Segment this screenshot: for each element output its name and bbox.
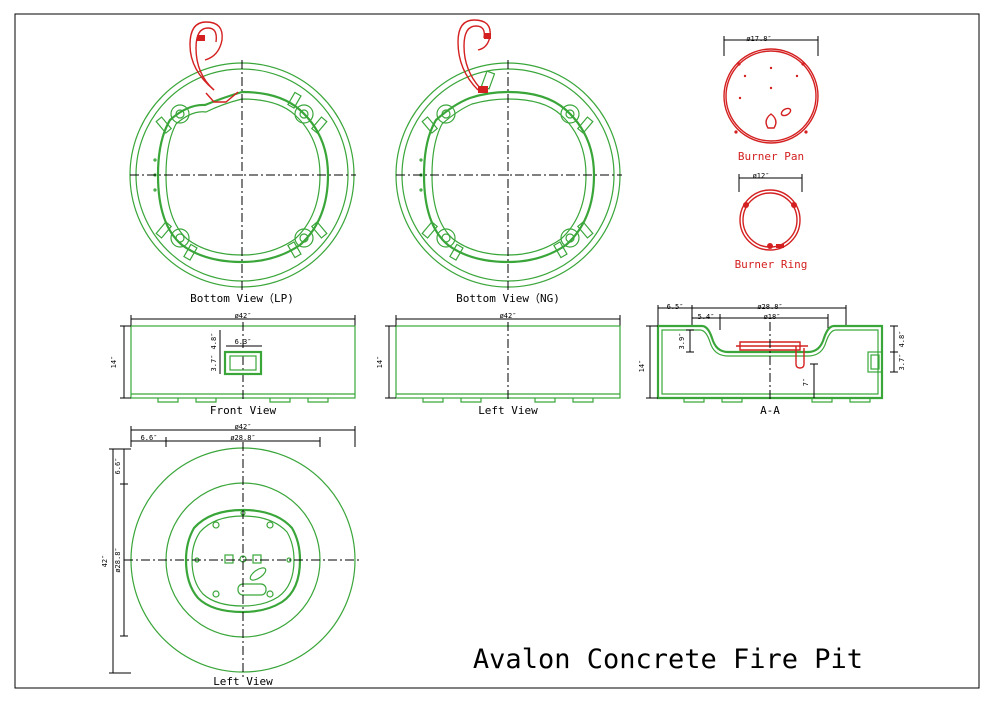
aa-burner-h: 7″ — [802, 378, 810, 386]
burner-ring-view — [738, 174, 803, 251]
aa-pan: ø18″ — [764, 313, 781, 321]
bottom-view-ng — [395, 19, 622, 290]
aa-side-open: 3.7″ — [898, 354, 906, 371]
aa-side-top: 4.8″ — [898, 331, 906, 348]
top-v-total: 42″ — [101, 555, 109, 568]
aa-depth: 3.9″ — [678, 333, 686, 350]
top-width: ø42″ — [235, 423, 252, 431]
aa-offset: 6.5″ — [667, 303, 684, 311]
aa-bowl: ø28.8″ — [757, 303, 782, 311]
bottom-view-ng-label: Bottom View（NG) — [456, 292, 560, 305]
front-opening-top: 4.8″ — [210, 333, 218, 350]
burner-pan-label: Burner Pan — [738, 150, 804, 163]
top-view-label: Left View — [213, 675, 273, 688]
top-offset: 6.6″ — [141, 434, 158, 442]
top-bowl: ø28.8″ — [230, 434, 255, 442]
left-width: ø42″ — [500, 312, 517, 320]
section-aa-view — [646, 305, 898, 403]
burner-pan-dia: ø17.8″ — [746, 35, 771, 43]
top-v-bowl: ø28.8″ — [114, 547, 122, 572]
top-v-offset: 6.6″ — [114, 458, 122, 475]
aa-height: 14″ — [638, 360, 646, 373]
front-view-label: Front View — [210, 404, 277, 417]
front-width: ø42″ — [235, 312, 252, 320]
burner-ring-label: Burner Ring — [735, 258, 808, 271]
section-aa-label: A-A — [760, 404, 780, 417]
bottom-view-lp-label: Bottom View（LP) — [190, 292, 294, 305]
front-view — [120, 315, 356, 403]
bottom-view-lp — [129, 21, 356, 290]
drawing-title: Avalon Concrete Fire Pit — [473, 644, 863, 675]
top-view — [109, 426, 362, 678]
front-opening-h: 3.7″ — [210, 355, 218, 372]
aa-inner-offset: 5.4″ — [698, 313, 715, 321]
burner-ring-dia: ø12″ — [753, 172, 770, 180]
burner-pan-view — [723, 36, 819, 144]
left-view-label: Left View — [478, 404, 538, 417]
front-height: 14″ — [110, 356, 118, 369]
left-view — [385, 315, 621, 403]
front-opening-w: 6.3″ — [235, 338, 252, 346]
sheet-border — [14, 13, 980, 689]
left-height: 14″ — [376, 356, 384, 369]
